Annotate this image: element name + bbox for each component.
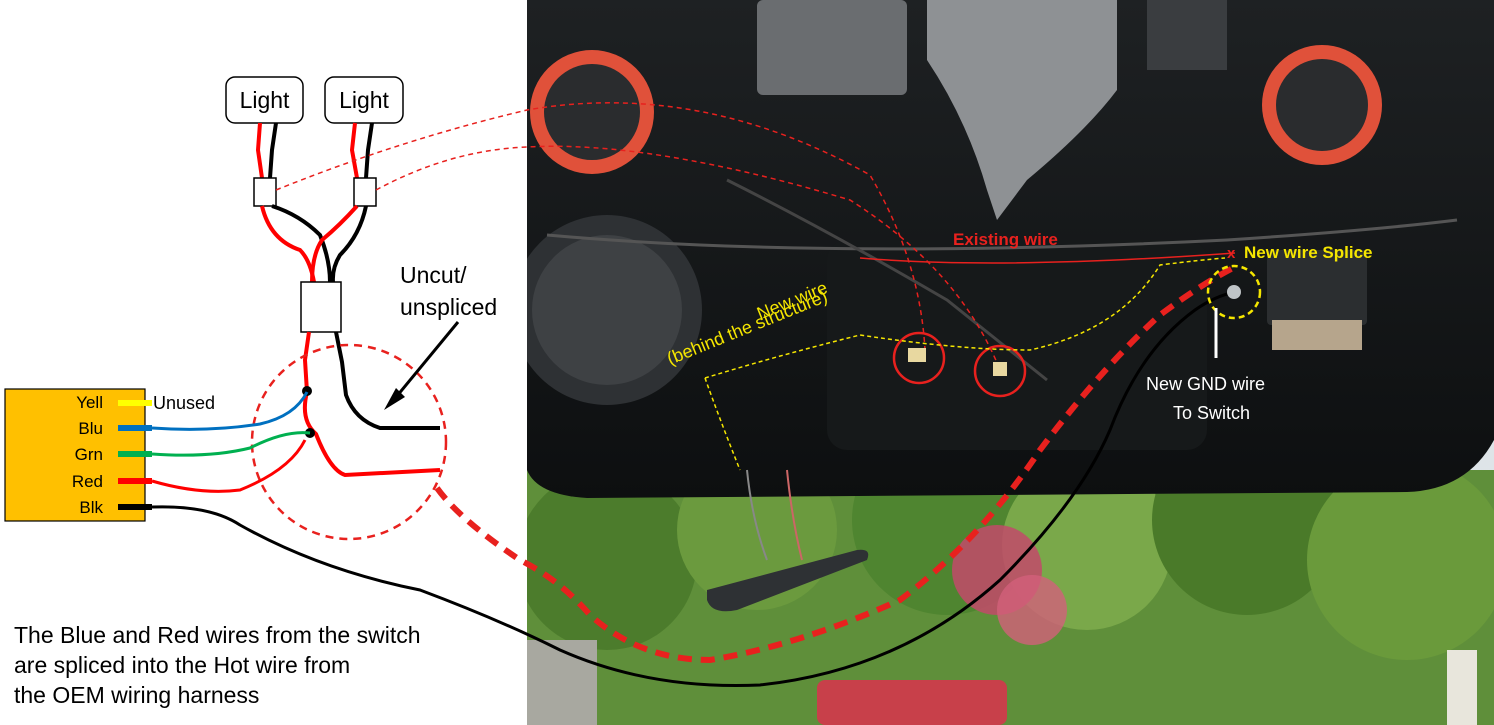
black-wire-stub <box>118 504 152 510</box>
green-wire <box>151 431 311 457</box>
red-wire <box>151 439 307 493</box>
tape-wrap <box>1272 320 1362 350</box>
blue-wire <box>151 391 309 431</box>
shed <box>527 640 597 725</box>
light-1-box <box>225 76 304 124</box>
light-2-connector <box>353 177 377 207</box>
unused-label: Unused <box>153 393 215 413</box>
light-1: Light <box>225 76 304 124</box>
uncut-arrowhead <box>384 388 405 410</box>
main-connector <box>300 281 342 333</box>
light-2-black-lead <box>364 122 374 179</box>
hinge-bracket <box>927 0 1117 220</box>
speaker-right <box>1276 59 1368 151</box>
latch-mechanism <box>757 0 907 95</box>
red-wire-stub <box>118 478 152 484</box>
caption-line-2: are spliced into the Hot wire from <box>14 652 351 678</box>
lower-panel-recess <box>827 240 1207 450</box>
blue-wire-stub <box>118 425 152 431</box>
red-merge-1 <box>260 205 316 283</box>
light-1-black-lead <box>268 122 278 179</box>
liftgate-photo <box>527 0 1494 725</box>
green-wire-stub <box>118 451 152 457</box>
light-2-label: Light <box>339 87 389 113</box>
uncut-arrow <box>390 321 460 403</box>
car-below <box>817 680 1007 725</box>
uncut-label-2: unspliced <box>400 294 497 320</box>
wire-label-grn: Grn <box>75 445 103 464</box>
panel-part <box>1147 0 1227 70</box>
lamp-post <box>1447 650 1477 725</box>
uncut-label-1: Uncut/ <box>400 262 467 288</box>
hot-wire-continue <box>302 391 441 478</box>
control-module <box>1267 250 1367 325</box>
wire-label-blk: Blk <box>79 498 103 517</box>
black-merge-1 <box>271 204 332 283</box>
switch-box <box>4 388 146 522</box>
wire-label-blu: Blu <box>78 419 103 438</box>
uncut-circle <box>250 343 448 541</box>
woofer-cone <box>532 235 682 385</box>
caption-line-3: the OEM wiring harness <box>14 682 260 708</box>
diagram-caption: The Blue and Red wires from the switch a… <box>14 620 514 710</box>
splice-dot-red <box>305 428 315 438</box>
light-2-red-lead <box>349 122 359 179</box>
light-1-label: Light <box>240 87 290 113</box>
wire-label-red: Red <box>72 472 103 491</box>
light-2: Light <box>324 76 404 124</box>
photo-illustration <box>527 0 1494 725</box>
speaker-left <box>544 64 640 160</box>
flowering-tree <box>997 575 1067 645</box>
caption-line-1: The Blue and Red wires from the switch <box>14 622 421 648</box>
wire-label-yell: Yell <box>76 393 103 412</box>
light-1-red-lead <box>255 122 264 179</box>
splice-dot-blue <box>302 386 312 396</box>
light-2-box <box>324 76 404 124</box>
tree-clump <box>1307 460 1494 660</box>
yellow-wire-stub <box>118 400 152 406</box>
black-merge-2 <box>330 205 368 283</box>
light-1-connector <box>253 177 277 207</box>
ground-wire-black <box>334 331 440 430</box>
red-merge-2 <box>310 204 359 283</box>
hot-wire-red <box>302 331 311 393</box>
